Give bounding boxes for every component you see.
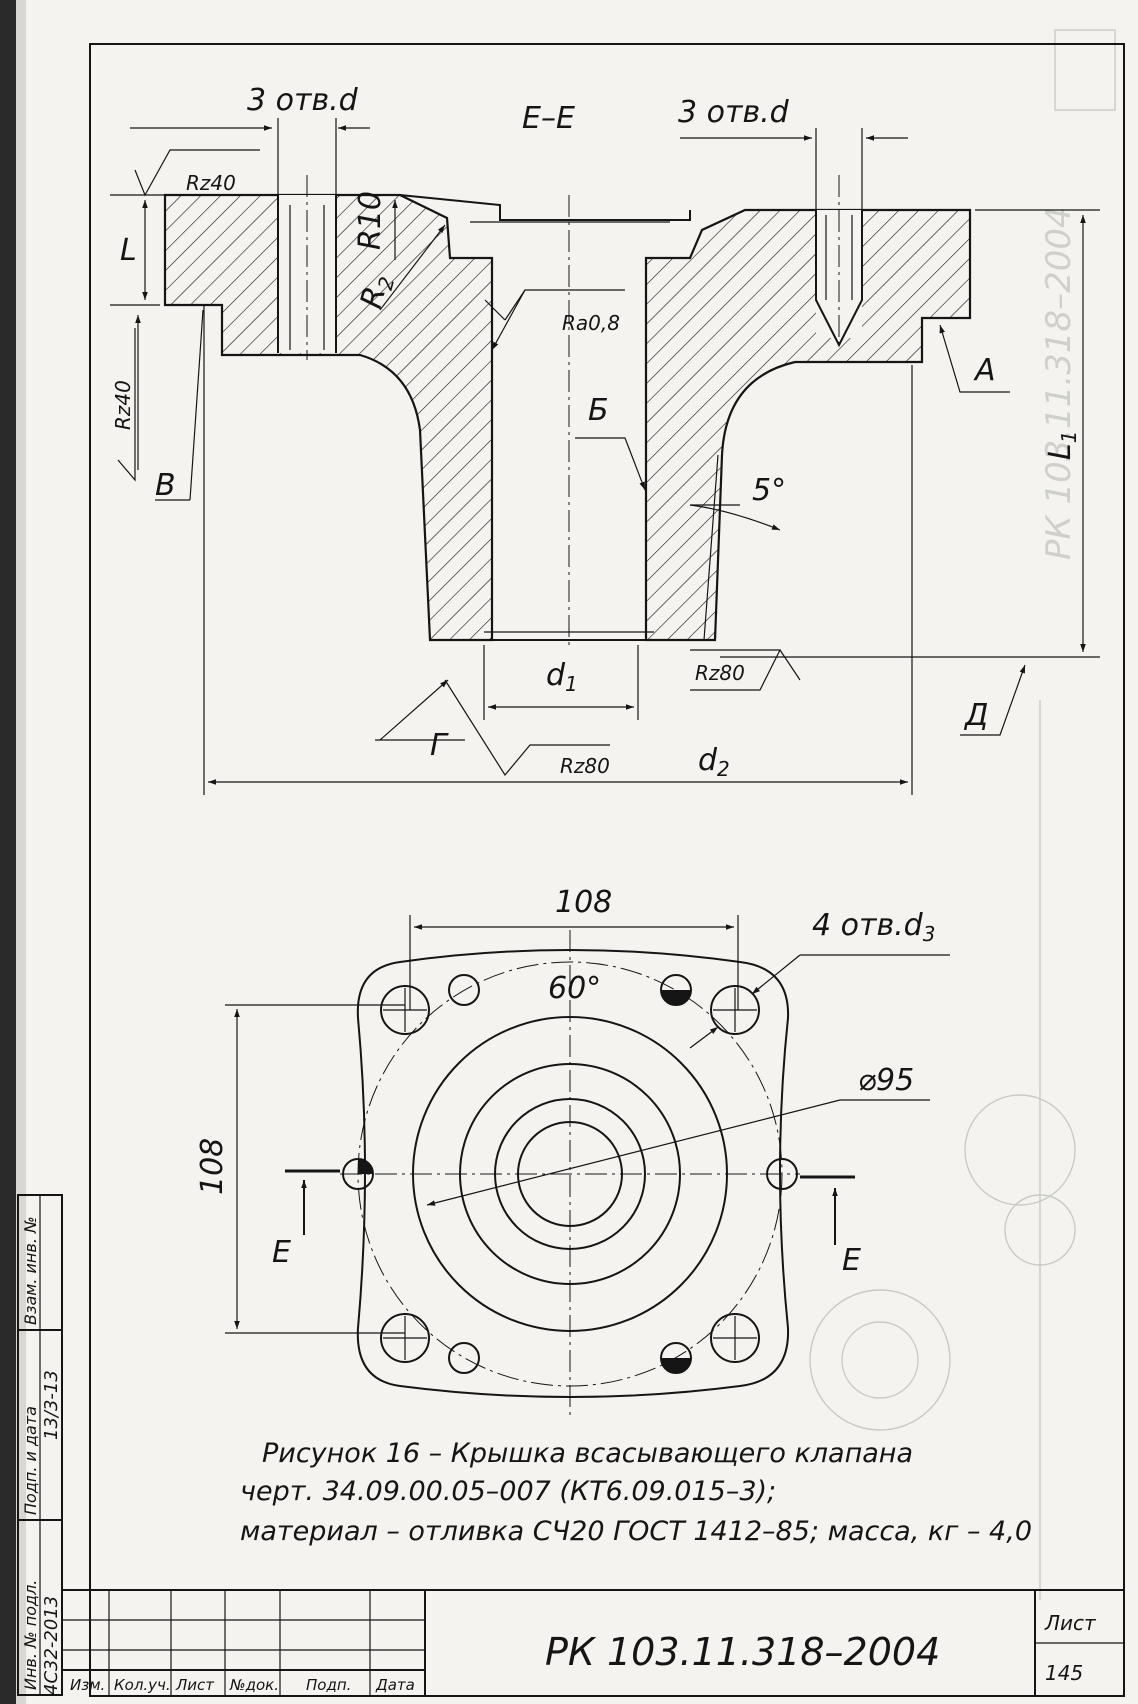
col-izm: Изм. — [70, 1676, 105, 1694]
caption: Рисунок 16 – Крышка всасывающего клапана… — [240, 1438, 1032, 1547]
col-data: Дата — [375, 1676, 415, 1694]
mark-G: Г — [430, 728, 449, 763]
document-code: РК 103.11.318–2004 — [545, 1630, 940, 1674]
col-no-dok: №док. — [229, 1676, 279, 1694]
roughness-bottom-2: Rz80 — [560, 754, 610, 778]
plan-view: 108 108 60° 4 отв.d3 ⌀95 Е Е — [195, 885, 950, 1420]
angle-label: 5° — [752, 473, 786, 508]
stamp-sign-date: Подп. и дата — [21, 1406, 40, 1515]
threaded-holes — [342, 974, 798, 1374]
plan-angle: 60° — [548, 971, 601, 1006]
col-list: Лист — [175, 1676, 215, 1694]
plan-dim-width: 108 — [555, 885, 612, 920]
sheet-number: 145 — [1045, 1661, 1083, 1685]
roughness-bore: Ra0,8 — [562, 311, 620, 335]
stamp-inv-no: Инв. № подл. — [21, 1580, 40, 1690]
holes-right-label: 3 отв.d — [678, 95, 790, 130]
stamp-vzam: Взам. инв. № — [21, 1216, 40, 1325]
section-title: Е–Е — [522, 101, 575, 136]
caption-line-2: черт. 34.09.00.05–007 (КТ6.09.015–3); — [240, 1476, 776, 1507]
col-podp: Подп. — [306, 1676, 351, 1694]
col-kol-uch: Кол.уч. — [114, 1676, 171, 1694]
mark-D: Д — [963, 698, 988, 733]
dim-R10: R10 — [353, 191, 388, 250]
dim-d2: d2 — [698, 743, 730, 781]
roughness-bottom: Rz80 — [695, 661, 745, 685]
binding-shadow — [16, 0, 26, 1704]
stamp-inv-value: 4С32-2013 — [41, 1596, 62, 1695]
cut-mark-right: Е — [842, 1243, 861, 1278]
roughness-side: Rz40 — [111, 380, 135, 430]
holes-left-label: 3 отв.d — [247, 83, 359, 118]
show-through: РК 103.11.318–2004 — [809, 29, 1116, 1600]
dim-d1: d1 — [546, 658, 578, 696]
plan-diameter: ⌀95 — [858, 1063, 914, 1098]
plan-holes-label: 4 отв.d3 — [812, 908, 935, 946]
side-stamp: Взам. инв. № Подп. и дата Инв. № подл. 4… — [17, 1194, 63, 1696]
plan-dim-height: 108 — [195, 1138, 230, 1195]
corner-holes — [380, 985, 760, 1363]
dim-L1: L1 — [1043, 431, 1081, 460]
dim-L: L — [120, 233, 137, 268]
binding-edge — [0, 0, 16, 1704]
drawing-frame — [89, 43, 1125, 1697]
sheet-label: Лист — [1044, 1611, 1097, 1635]
title-block: Изм. Кол.уч. Лист №док. Подп. Дата РК 10… — [62, 1589, 1124, 1696]
section-view: 3 отв.d Е–Е 3 отв.d Rz40 L R10 R2 Rz40 В — [110, 83, 1100, 795]
mark-B: Б — [588, 393, 609, 428]
caption-line-3: материал – отливка СЧ20 ГОСТ 1412–85; ма… — [240, 1516, 1032, 1547]
roughness-top: Rz40 — [186, 171, 236, 195]
section-body-left — [163, 193, 494, 642]
stamp-date-value: 13/3-13 — [41, 1370, 62, 1440]
caption-line-1: Рисунок 16 – Крышка всасывающего клапана — [262, 1438, 913, 1469]
mark-V: В — [155, 468, 176, 503]
svg-text:РК 103.11.318–2004: РК 103.11.318–2004 — [1039, 206, 1079, 560]
cut-mark-left: Е — [272, 1235, 291, 1270]
section-body-right — [644, 208, 972, 642]
mark-A: А — [973, 353, 996, 388]
